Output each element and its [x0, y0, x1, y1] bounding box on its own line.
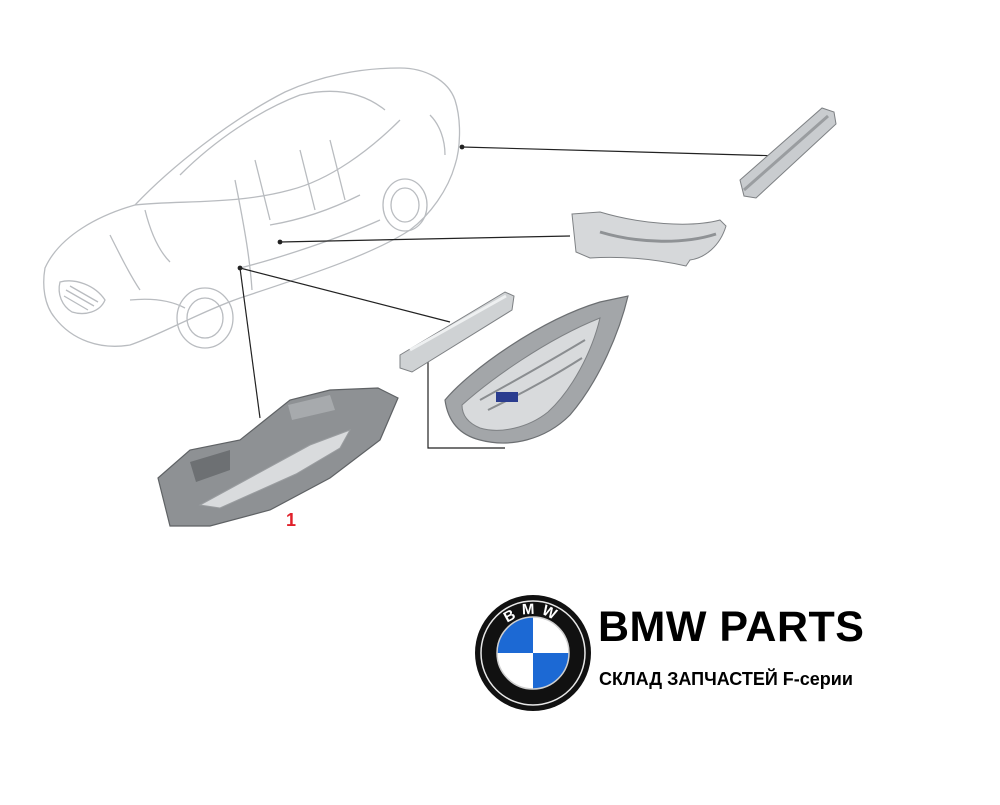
leader-dots: [237, 144, 465, 271]
bmw-logo-icon: BMW: [475, 595, 591, 711]
m-badge-icon: [496, 392, 518, 402]
light-guide-bar: [399, 291, 515, 373]
callout-number: 1: [286, 510, 296, 530]
rear-trim-strip: [739, 107, 837, 199]
vehicle-outline: [43, 67, 461, 349]
side-gill-trim: [444, 295, 629, 444]
brand-title: BMW PARTS: [598, 603, 865, 651]
brand-subtitle: СКЛАД ЗАПЧАСТЕЙ F-серии: [599, 669, 853, 689]
side-marker-lamp: [157, 387, 399, 527]
leader-lines: [239, 146, 783, 449]
door-handle-light: [571, 211, 727, 267]
